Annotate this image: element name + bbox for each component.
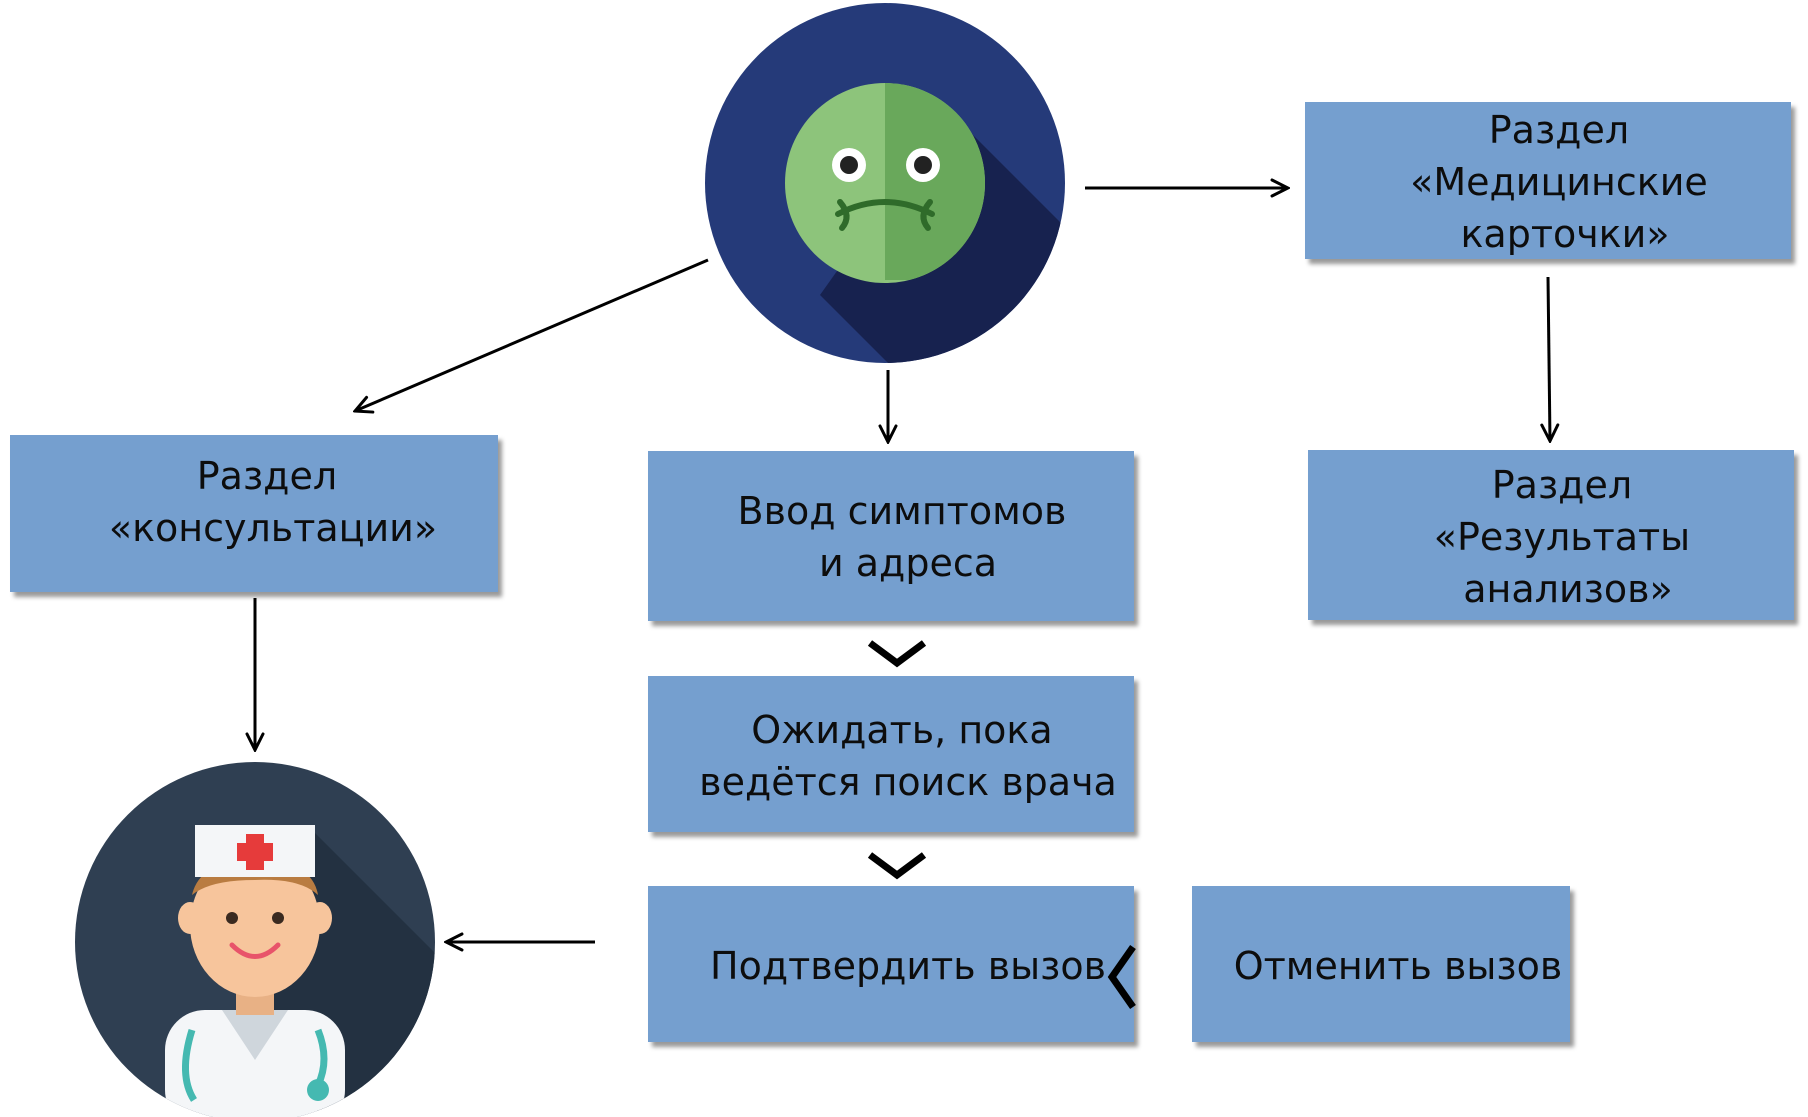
svg-text:Подтвердить вызов: Подтвердить вызов: [710, 944, 1106, 988]
consultations-line: «консультации»: [109, 506, 437, 550]
medcards-line: Раздел: [1489, 108, 1629, 152]
node-consultations: Раздел «консультации»: [10, 435, 498, 592]
node-cancel: Отменить вызов: [1192, 886, 1570, 1042]
waiting-line: Ожидать, пока: [751, 708, 1052, 752]
results-line: «Результаты: [1434, 515, 1690, 559]
node-results: Раздел «Результаты анализов»: [1308, 450, 1794, 620]
arrow-medcards-to-results: [1548, 276, 1550, 441]
consultations-line: Раздел: [197, 454, 337, 498]
svg-text:Раздел «консультации»: Раздел «консультации»: [109, 454, 437, 550]
doctor-icon: [75, 762, 435, 1117]
results-line: Раздел: [1492, 463, 1632, 507]
chevron-down-icon: [867, 640, 927, 668]
arrow-patient-to-consultations: [355, 258, 709, 411]
medcards-line: «Медицинские: [1410, 160, 1708, 204]
cancel-line: Отменить вызов: [1234, 944, 1563, 988]
svg-text:Ввод симптомов и адреса: Ввод симптомов и адреса: [738, 489, 1079, 585]
node-confirm: Подтвердить вызов: [648, 886, 1136, 1042]
svg-text:Раздел «Медицинские: Раздел «Медицинские карточки»: [1410, 108, 1720, 256]
symptoms-line: и адреса: [819, 541, 997, 585]
confirm-line: Подтвердить вызов: [710, 944, 1106, 988]
svg-text:Отменить вызов: Отменить вызов: [1234, 944, 1563, 988]
results-line: анализов»: [1463, 567, 1673, 611]
sick-face-icon: [705, 3, 1065, 363]
waiting-line: ведётся поиск врача: [699, 760, 1117, 804]
node-symptoms: Ввод симптомов и адреса: [648, 451, 1134, 621]
connectors: [255, 188, 1550, 942]
node-medcards: Раздел «Медицинские карточки»: [1305, 102, 1791, 259]
svg-text:Ожидать, пока ведётся по: Ожидать, пока ведётся поиск врача: [699, 708, 1117, 804]
chevron-left-icon: [1107, 944, 1136, 1010]
node-waiting: Ожидать, пока ведётся поиск врача: [648, 676, 1134, 832]
svg-text:Раздел «Результаты: Раздел «Результаты анализов»: [1434, 463, 1703, 611]
medcards-line: карточки»: [1460, 212, 1669, 256]
chevron-down-icon: [867, 852, 927, 880]
symptoms-line: Ввод симптомов: [738, 489, 1067, 533]
